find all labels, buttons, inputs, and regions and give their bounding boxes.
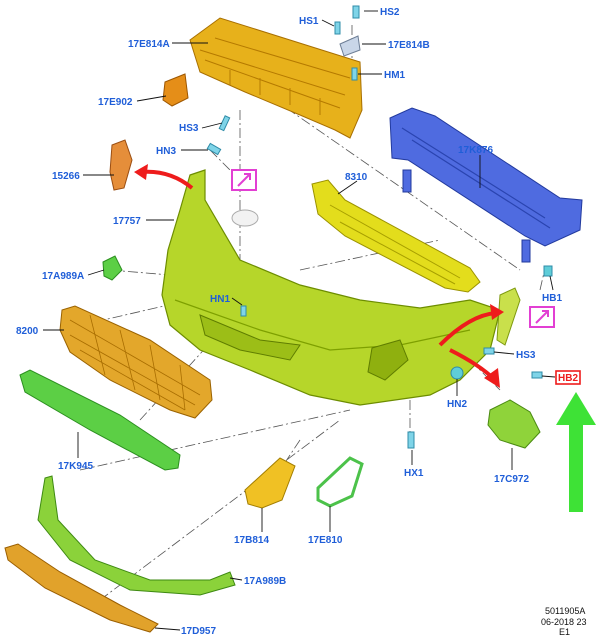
pink-arrow-callout-icon-2 (529, 306, 555, 328)
screw-hm1-icon (351, 67, 358, 81)
label-17e810: 17E810 (308, 535, 343, 546)
part-17e814b (334, 5, 361, 81)
label-hs3-top: HS3 (179, 123, 199, 134)
part-8200-grille (59, 305, 213, 419)
clip-hs1-icon (334, 21, 341, 35)
label-hs2: HS2 (380, 7, 400, 18)
label-hn1: HN1 (210, 294, 230, 305)
reference-sheet: E1 (559, 627, 570, 636)
label-17e902: 17E902 (98, 97, 133, 108)
label-8200: 8200 (16, 326, 39, 337)
part-17e902 (162, 73, 189, 107)
screw-hx1-icon (407, 431, 415, 449)
screw-hn2-icon (450, 366, 464, 380)
label-17k945: 17K945 (58, 461, 93, 472)
clip-hs3-top-icon (218, 115, 231, 132)
clip-hs2-icon (352, 5, 360, 19)
label-17d957: 17D957 (181, 626, 216, 636)
hb2-callout-box (555, 370, 581, 385)
clip-hn3-icon (206, 142, 222, 156)
part-17757-bumper (161, 169, 501, 406)
part-17c972 (487, 399, 541, 449)
part-side-strip (496, 287, 521, 346)
green-arrow-icon (556, 392, 596, 512)
label-hb1: HB1 (542, 293, 562, 304)
diagram-reference: 5011905A 06-2018 23 E1 (541, 606, 587, 636)
clip-hb2-icon (531, 371, 543, 379)
part-8310 (311, 179, 481, 293)
pink-arrow-callout-icon (231, 169, 257, 191)
red-arrowheads (134, 164, 504, 388)
label-hx1: HX1 (404, 468, 424, 479)
label-17c972: 17C972 (494, 474, 529, 485)
label-hb2: HB2 (558, 373, 578, 384)
leader-lines (43, 10, 556, 631)
label-hn3: HN3 (156, 146, 176, 157)
screw-hb1-icon (543, 265, 553, 277)
part-labels: HS1 HS2 17E814B HM1 17E814A 17E902 HS3 H… (16, 7, 578, 636)
label-17e814a: 17E814A (128, 39, 170, 50)
label-hs1: HS1 (299, 16, 319, 27)
label-17757: 17757 (113, 216, 141, 227)
label-hm1: HM1 (384, 70, 406, 81)
part-15266 (109, 139, 133, 191)
label-15266: 15266 (52, 171, 80, 182)
reference-code: 5011905A (545, 606, 585, 616)
part-17d957 (4, 543, 159, 633)
label-17k876: 17K876 (458, 145, 493, 156)
reference-date: 06-2018 23 (541, 617, 587, 627)
part-17e814a (189, 17, 363, 139)
label-8310: 8310 (345, 172, 368, 183)
part-17a989a (102, 255, 123, 281)
part-17k876 (389, 107, 583, 263)
label-hs3-right: HS3 (516, 350, 536, 361)
label-hn2: HN2 (447, 399, 467, 410)
label-17b814: 17B814 (234, 535, 269, 546)
part-17k945 (19, 369, 181, 471)
label-17a989b: 17A989B (244, 576, 286, 587)
screw-hn1-icon (240, 305, 247, 317)
part-17e810 (316, 456, 364, 508)
label-17e814b: 17E814B (388, 40, 430, 51)
part-17b814 (244, 457, 296, 509)
part-17a989b (37, 475, 236, 596)
label-17a989a: 17A989A (42, 271, 84, 282)
clip-hs3-right-icon (483, 347, 495, 355)
